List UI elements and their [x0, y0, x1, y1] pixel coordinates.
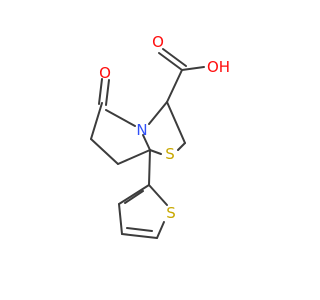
bond	[117, 149, 151, 165]
bond	[148, 184, 168, 206]
bond	[90, 138, 119, 165]
bond	[126, 227, 153, 232]
bond	[149, 149, 162, 155]
bond	[148, 101, 168, 125]
acid-carbonyl-oxygen-label: O	[152, 33, 164, 51]
thiazolidine-ring	[148, 101, 186, 155]
bond	[118, 184, 150, 205]
bond	[124, 190, 144, 204]
bond	[90, 102, 103, 140]
ketone-oxygen-label: O	[99, 64, 111, 82]
bond	[105, 109, 136, 127]
molecule-structure-drawing: O N S S O OH	[90, 33, 230, 239]
bond	[158, 52, 183, 71]
carbonyl-group	[98, 78, 110, 106]
ring-sulfur-label: S	[165, 145, 175, 163]
bond	[177, 142, 186, 151]
bond	[121, 233, 158, 239]
bond	[162, 48, 187, 67]
thiophene-sulfur-label: S	[166, 204, 176, 222]
bond	[148, 149, 151, 186]
thiophene-substituent	[118, 149, 168, 239]
bond	[105, 79, 110, 106]
atom-labels: O N S S O OH	[99, 33, 230, 222]
bond	[181, 66, 205, 71]
bond	[166, 101, 186, 144]
carboxylic-acid-group	[158, 48, 205, 103]
acid-hydroxyl-label: OH	[207, 58, 230, 76]
ring-nitrogen-label: N	[136, 121, 147, 139]
bond	[156, 221, 165, 239]
bond	[98, 78, 103, 105]
bond	[166, 69, 183, 103]
bond	[118, 203, 123, 235]
bond	[142, 134, 151, 151]
pyrrolidinone-ring	[90, 102, 151, 165]
